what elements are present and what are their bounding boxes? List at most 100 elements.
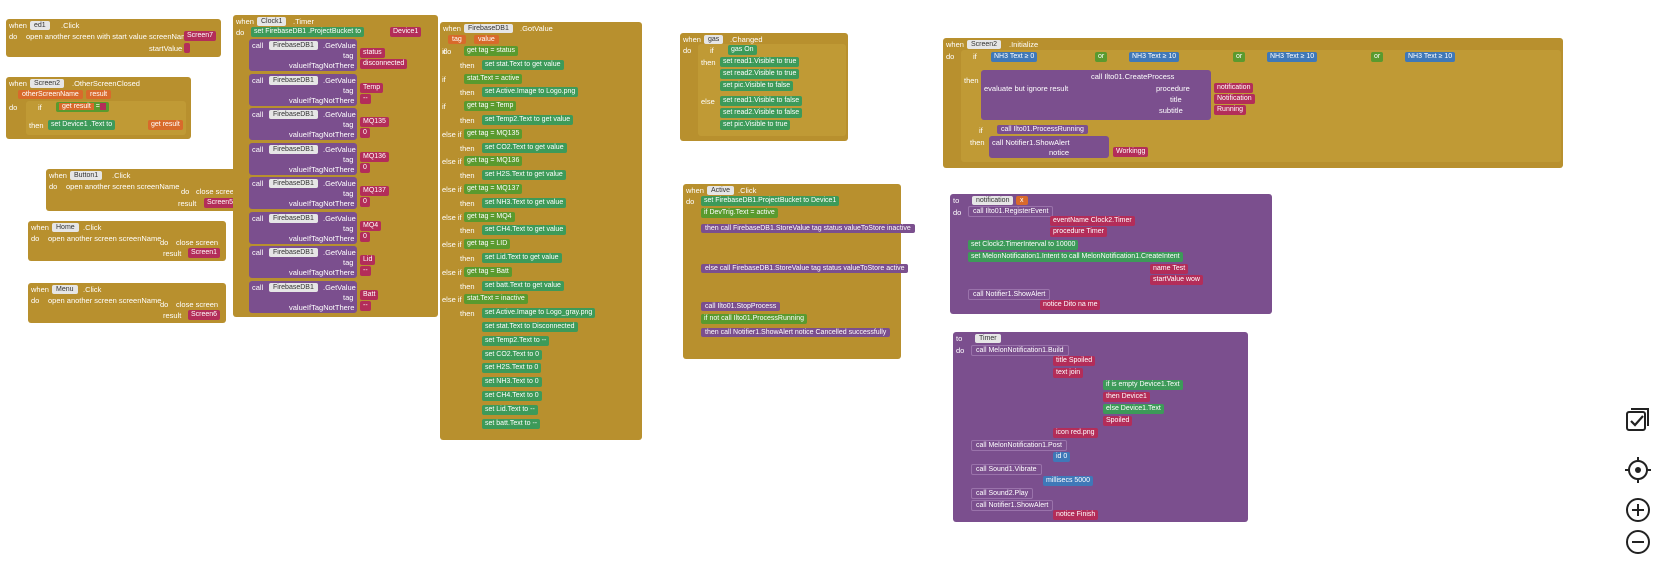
active-statement[interactable]: else call FirebaseDB1.StoreValue tag sta… [701,264,909,273]
timer-statement[interactable]: if is empty Device1.Text [1103,380,1183,390]
set-statement[interactable]: set H2S.Text to 0 [482,363,542,374]
set-statement[interactable]: set Active.Image to Logo.png [482,87,579,98]
set-statement[interactable]: set CO2.Text to get value [482,142,567,153]
param-other-screen-name[interactable]: otherScreenName [18,90,83,99]
component-menu[interactable]: Menu [52,285,78,294]
timer-statement[interactable]: call Sound1.Vibrate [971,464,1042,475]
notice-value[interactable]: Workingg [1113,147,1149,157]
set-visible-statement[interactable]: set read1.Visible to false [720,96,803,106]
default-value[interactable]: 0 [360,128,370,138]
zoom-in-icon[interactable] [1623,496,1653,526]
set-statement[interactable]: set NH3.Text to 0 [482,377,542,388]
active-statement[interactable]: then call FirebaseDB1.StoreValue tag sta… [701,224,915,233]
component-ed1[interactable]: ed1 [30,21,50,30]
tag-value[interactable]: Batt [360,289,379,300]
component-screen2[interactable]: Screen2 [967,40,1002,49]
firebase-component[interactable]: FirebaseDB1 [269,213,318,223]
if-block[interactable]: if get result = then set Device1 .Text t… [26,101,186,135]
condition[interactable]: get tag = status [464,46,519,56]
checklist-icon[interactable] [1623,406,1653,436]
component-gas[interactable]: gas [704,35,724,44]
param-value[interactable]: value [474,35,499,44]
set-device1-text[interactable]: set Device1 .Text to [48,120,116,130]
set-statement[interactable]: set stat.Text to get value [482,59,564,70]
block-home-click[interactable]: when Home .Click do open another screen … [28,221,226,261]
component-button1[interactable]: Button1 [70,171,103,180]
set-visible-statement[interactable]: set pic.Visible to false [720,81,794,91]
set-statement[interactable]: set batt.Text to get value [482,280,564,291]
notification-statement[interactable]: eventName Clock2.Timer [1050,216,1135,226]
block-firebase-gotvalue[interactable]: when FirebaseDB1 .GotValue tag value do … [440,22,642,440]
firebase-component[interactable]: FirebaseDB1 [269,179,318,188]
evaluate-ignore-block[interactable]: evaluate but ignore result call Ilto01.C… [981,70,1211,120]
set-project-bucket[interactable]: set FirebaseDB1 .ProjectBucket to [251,27,365,37]
component-firebase[interactable]: FirebaseDB1 [464,24,513,33]
component-home[interactable]: Home [52,223,79,232]
condition[interactable]: get tag = MQ4 [464,211,515,222]
block-button1-click[interactable]: when Button1 .Click do open another scre… [46,169,241,211]
set-statement[interactable]: set Temp2.Text to -- [482,335,550,346]
if-else-block[interactable]: if gas On then set read1.Visible to true… [698,44,846,136]
screen-name-value[interactable]: Screen7 [184,31,217,41]
param-tag[interactable]: tag [448,35,466,44]
condition[interactable]: get tag = MQ135 [464,128,523,139]
screen-name-value[interactable]: Screen6 [188,310,221,320]
start-value-text[interactable] [184,43,190,53]
set-statement[interactable]: set CH4.Text to get value [482,225,567,236]
procedure-name[interactable]: Timer [975,334,1001,343]
firebase-component[interactable]: FirebaseDB1 [269,41,318,50]
default-value[interactable]: 0 [360,197,370,207]
firebase-component[interactable]: FirebaseDB1 [269,110,318,119]
procedure-value[interactable]: notification [1214,83,1254,93]
inner-if-block[interactable]: if call Ilto01.ProcessRunning then call … [967,124,1149,160]
firebase-component[interactable]: FirebaseDB1 [269,75,318,85]
get-result-value[interactable]: get result [148,120,183,130]
timer-statement[interactable]: call MelonNotification1.Post [971,440,1067,451]
tag-value[interactable]: Temp [360,82,384,93]
screen-name-value[interactable]: Screen5 [204,198,237,208]
component-clock1[interactable]: Clock1 [257,17,287,26]
process-running-call[interactable]: call Ilto01.ProcessRunning [997,125,1088,134]
default-value[interactable]: -- [360,93,371,104]
timer-statement[interactable]: icon red.png [1053,428,1098,438]
firebase-component[interactable]: FirebaseDB1 [269,144,318,154]
timer-statement[interactable]: text join [1053,368,1084,378]
procedure-timer[interactable]: to Timer do call MelonNotification1.Buil… [953,332,1248,522]
subtitle-value[interactable]: Running [1214,105,1247,115]
condition[interactable]: stat.Text = active [464,73,523,84]
procedure-name[interactable]: notification [972,196,1014,205]
set-statement[interactable]: set batt.Text to -- [482,418,541,429]
notification-statement[interactable]: procedure Timer [1050,227,1107,237]
target-icon[interactable] [1623,456,1653,486]
tag-value[interactable]: MQ136 [360,151,389,162]
timer-statement[interactable]: call Sound2.Play [971,488,1034,499]
component-screen2[interactable]: Screen2 [30,79,65,88]
screen-name-value[interactable]: Screen1 [188,248,221,258]
set-statement[interactable]: set CO2.Text to 0 [482,349,543,360]
or-operator[interactable]: or [1095,52,1108,62]
device1-text[interactable]: Device1 [390,27,422,37]
set-statement[interactable]: set Lid.Text to -- [482,404,538,415]
timer-statement[interactable]: millisecs 5000 [1043,476,1093,486]
tag-value[interactable]: MQ135 [360,117,389,127]
block-ed1-click[interactable]: when ed1 .Click do open another screen w… [6,19,221,57]
block-screen2-other-screen-closed[interactable]: when Screen2 .OtherScreenClosed otherScr… [6,77,191,139]
timer-statement[interactable]: notice Finish [1053,510,1099,520]
notification-statement[interactable]: startValue wow [1150,275,1203,285]
set-visible-statement[interactable]: set pic.Visible to true [720,120,791,130]
set-statement[interactable]: set H2S.Text to get value [482,170,566,181]
timer-statement[interactable]: else Device1.Text [1103,404,1164,414]
nh3-compare[interactable]: NH3 Text ≥ 10 [1405,52,1456,62]
set-statement[interactable]: set Temp2.Text to get value [482,115,574,125]
default-value[interactable]: -- [360,300,371,311]
active-statement[interactable]: call Ilto01.StopProcess [701,302,781,311]
default-value[interactable]: 0 [360,162,370,173]
compare-block[interactable]: get result = [56,102,109,112]
firebase-component[interactable]: FirebaseDB1 [269,248,318,257]
